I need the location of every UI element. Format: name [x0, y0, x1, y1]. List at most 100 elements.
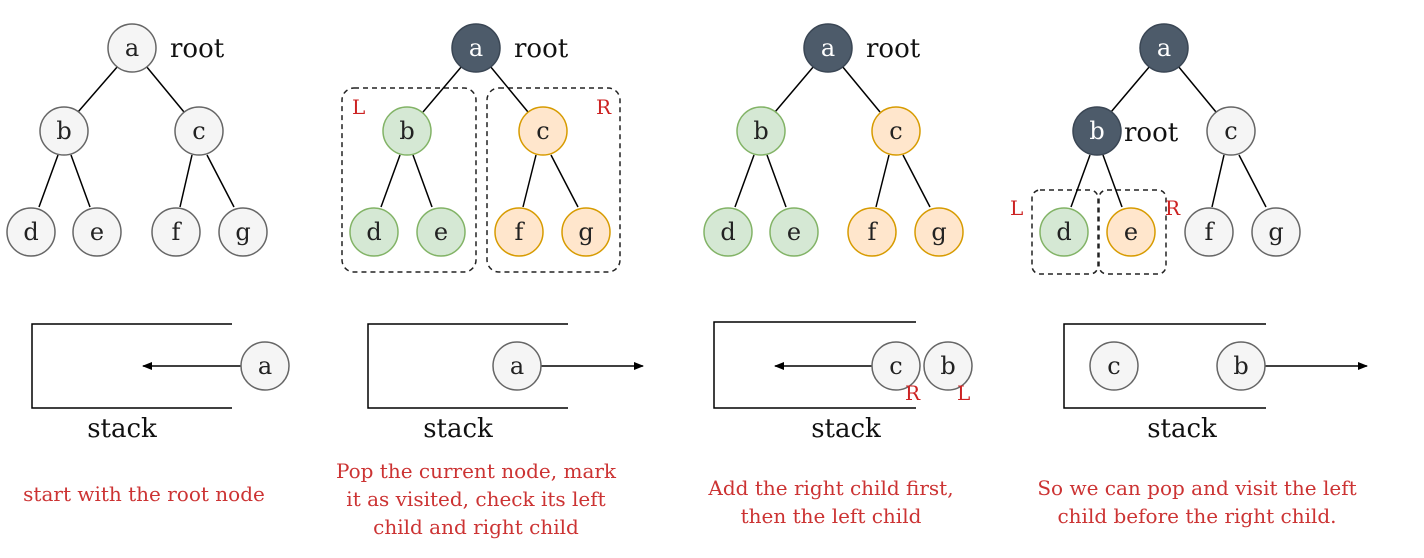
- node-label: b: [1233, 352, 1248, 380]
- caption-line: start with the root node: [23, 482, 265, 506]
- node-label: c: [192, 117, 205, 145]
- node-label: e: [1124, 218, 1138, 246]
- node-label: f: [515, 218, 526, 246]
- tree-edges: [734, 65, 931, 208]
- node-label: b: [1089, 117, 1104, 145]
- node-label: g: [235, 218, 250, 246]
- caption-line: Pop the current node, mark: [336, 459, 617, 483]
- left-subtree-box: [341, 87, 477, 273]
- root-label: root: [1124, 118, 1179, 148]
- caption-line: child and right child: [373, 515, 579, 539]
- tree-node-b: b: [382, 106, 432, 156]
- stack-node-b: b: [923, 341, 973, 391]
- node-label: a: [258, 352, 272, 380]
- node-label: f: [1205, 218, 1216, 246]
- panel-1: a root b c d e f g a: [6, 23, 290, 506]
- node-label: a: [1157, 34, 1171, 62]
- caption-line: Add the right child first,: [707, 476, 953, 500]
- root-label: root: [866, 34, 921, 64]
- tree-node-g: g: [1251, 207, 1301, 257]
- tree-node-c: c: [174, 106, 224, 156]
- node-label: a: [469, 34, 483, 62]
- node-label: e: [434, 218, 448, 246]
- node-label: b: [56, 117, 71, 145]
- stack-container: [1063, 323, 1266, 409]
- node-label: c: [536, 117, 549, 145]
- tree-edges: [380, 65, 579, 208]
- tree-node-f: f: [494, 207, 544, 257]
- panel-4: L R a b root c d e: [1010, 23, 1368, 528]
- tree-node-f: f: [151, 207, 201, 257]
- tree-node-b: b: [736, 106, 786, 156]
- node-label: g: [931, 218, 946, 246]
- tree-node-a: a: [803, 23, 853, 73]
- tree-node-a: a: [107, 23, 157, 73]
- tree-node-e: e: [769, 207, 819, 257]
- tree-node-f: f: [847, 207, 897, 257]
- stack-node-b: b: [1216, 341, 1266, 391]
- tree-node-e: e: [416, 207, 466, 257]
- left-label: L: [1010, 196, 1023, 220]
- node-label: d: [720, 218, 735, 246]
- panel-3: a root b c d e f g c: [703, 23, 973, 528]
- node-label: f: [868, 218, 879, 246]
- node-label: d: [366, 218, 381, 246]
- stack-label: stack: [423, 414, 493, 444]
- left-child-mark: L: [957, 381, 970, 405]
- node-label: b: [399, 117, 414, 145]
- node-label: c: [889, 117, 902, 145]
- caption-line: it as visited, check its left: [346, 487, 605, 511]
- node-label: a: [125, 34, 139, 62]
- stack-label: stack: [1147, 414, 1217, 444]
- tree-node-d: d: [1039, 207, 1089, 257]
- tree-node-d: d: [349, 207, 399, 257]
- node-label: f: [172, 218, 183, 246]
- tree-node-d: d: [6, 207, 56, 257]
- tree-node-g: g: [914, 207, 964, 257]
- panel-2: L R a root b c d e: [336, 23, 644, 539]
- node-label: d: [1056, 218, 1071, 246]
- tree-node-g: g: [218, 207, 268, 257]
- node-label: b: [753, 117, 768, 145]
- node-label: e: [787, 218, 801, 246]
- root-label: root: [170, 34, 225, 64]
- tree-node-b: b: [1072, 106, 1122, 156]
- tree-node-c: c: [1206, 106, 1256, 156]
- stack-label: stack: [811, 414, 881, 444]
- node-label: c: [1107, 352, 1120, 380]
- caption-line: then the left child: [741, 504, 922, 528]
- stack-node-a: a: [492, 341, 542, 391]
- node-label: d: [23, 218, 38, 246]
- left-label: L: [352, 95, 365, 119]
- stack-container: [367, 323, 568, 409]
- tree-node-c: c: [871, 106, 921, 156]
- node-label: e: [90, 218, 104, 246]
- tree-node-g: g: [561, 207, 611, 257]
- tree-node-e: e: [1106, 207, 1156, 257]
- tree-node-b: b: [39, 106, 89, 156]
- stack-label: stack: [87, 414, 157, 444]
- stack-node-a: a: [240, 341, 290, 391]
- tree-edges: [1070, 65, 1267, 208]
- tree-node-f: f: [1184, 207, 1234, 257]
- node-label: a: [821, 34, 835, 62]
- right-label: R: [1165, 196, 1181, 220]
- node-label: c: [1224, 117, 1237, 145]
- stack-node-c: c: [871, 341, 921, 391]
- node-label: c: [889, 352, 902, 380]
- tree-edges: [38, 65, 235, 208]
- stack-node-c: c: [1089, 341, 1139, 391]
- stack-container: [31, 323, 232, 409]
- stack-container: [713, 321, 916, 409]
- tree-node-d: d: [703, 207, 753, 257]
- right-child-mark: R: [905, 381, 921, 405]
- right-label: R: [596, 95, 612, 119]
- caption-line: child before the right child.: [1057, 504, 1336, 528]
- node-label: b: [940, 352, 955, 380]
- node-label: g: [1268, 218, 1283, 246]
- tree-node-e: e: [72, 207, 122, 257]
- right-subtree-box: [486, 87, 621, 273]
- tree-node-a: a: [1139, 23, 1189, 73]
- caption-line: So we can pop and visit the left: [1037, 476, 1356, 500]
